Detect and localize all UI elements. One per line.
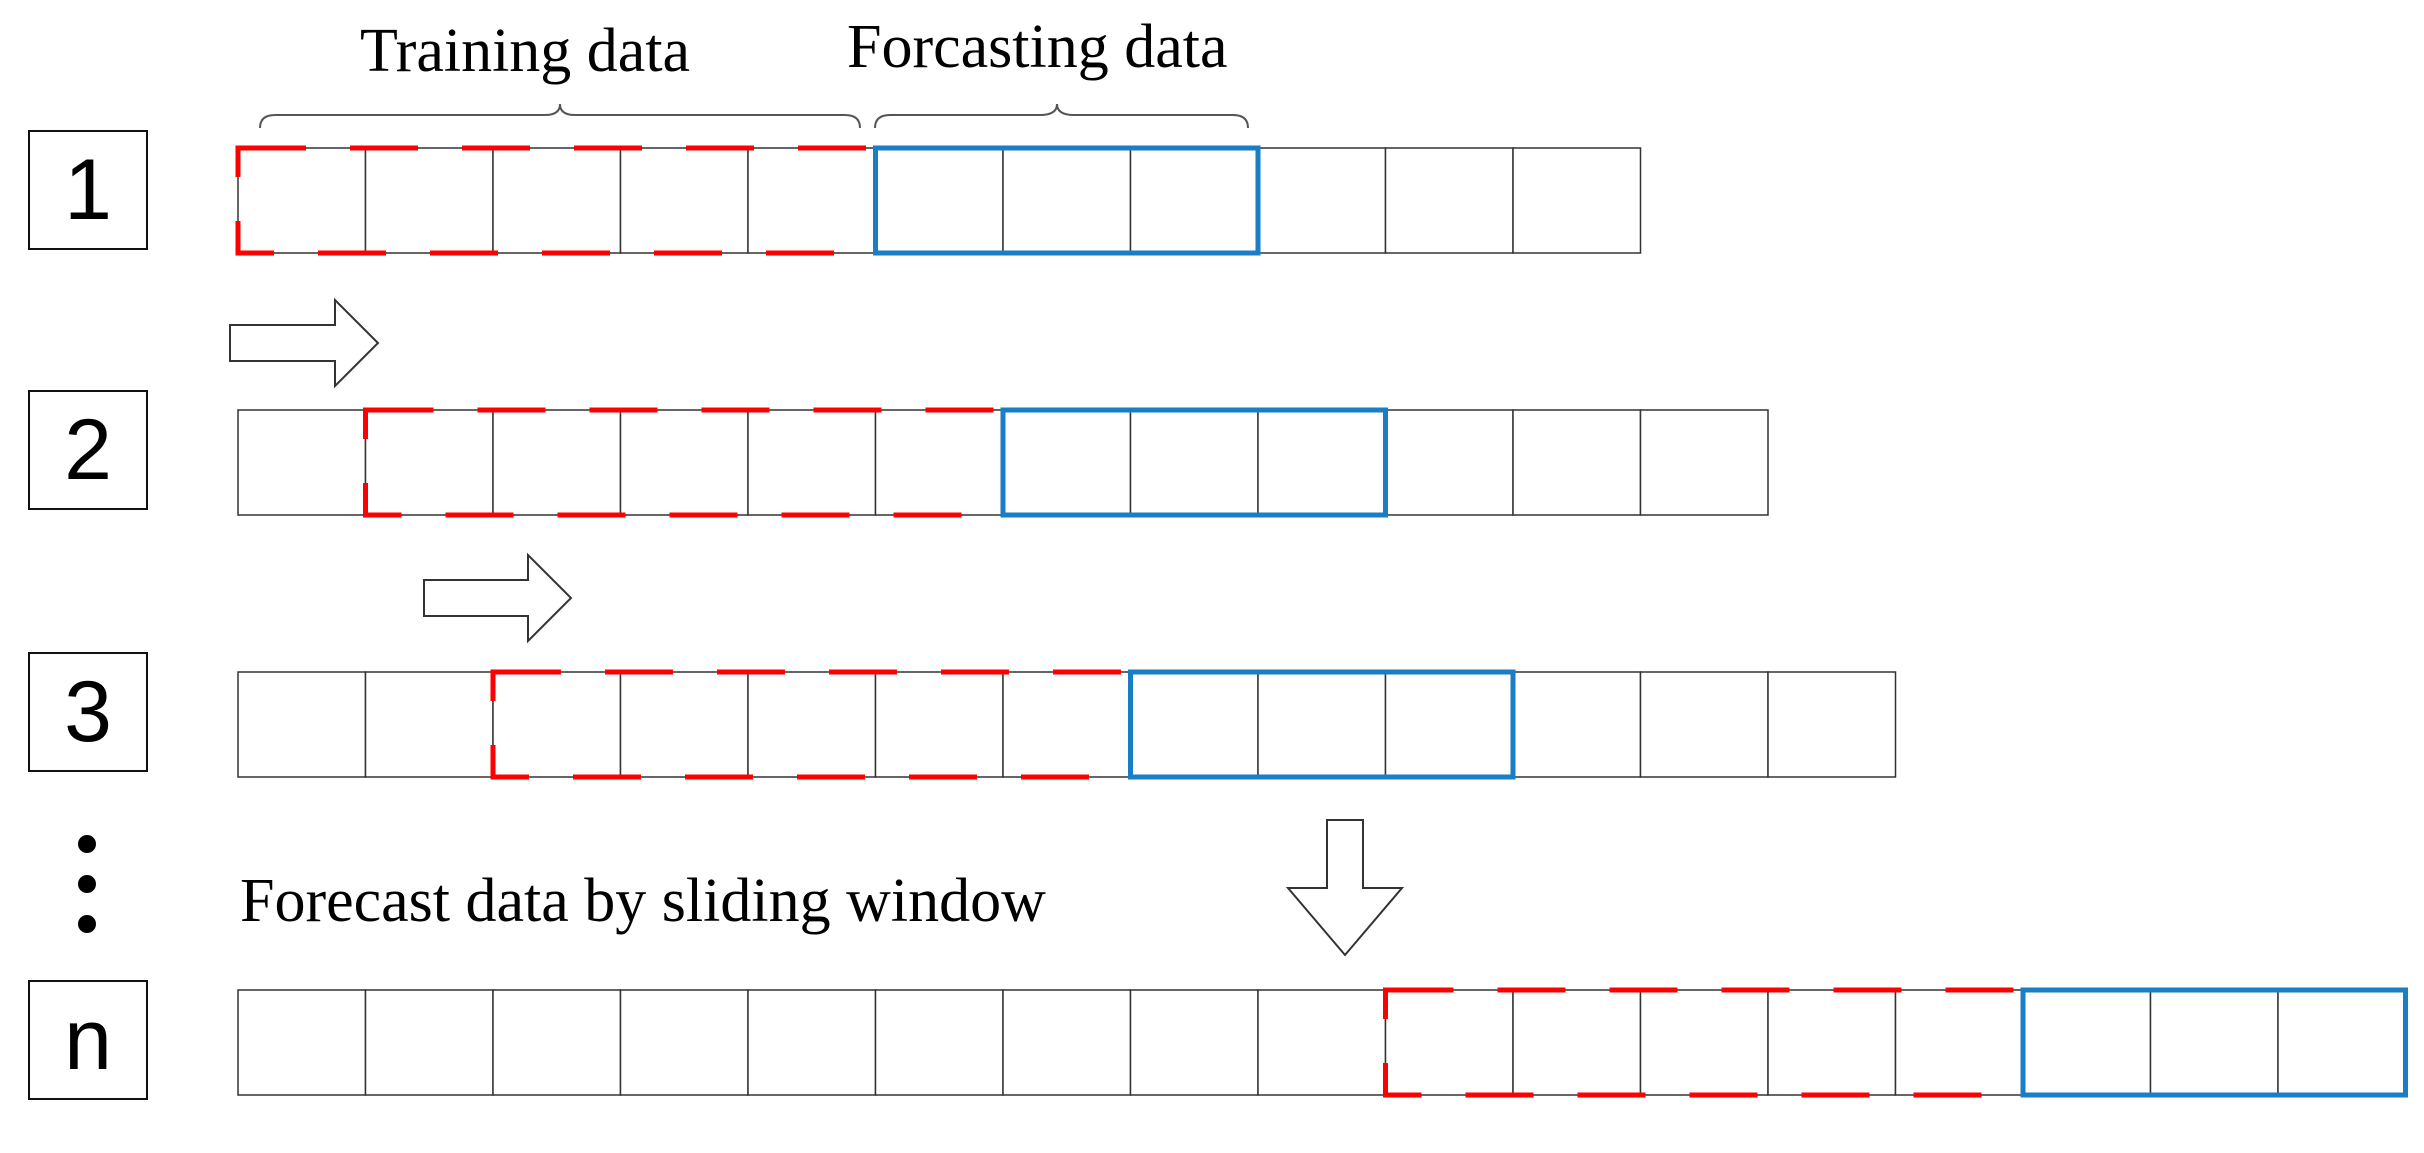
forecasting-window <box>873 145 1261 256</box>
forecasting-window <box>2020 987 2408 1098</box>
sliding-window-caption: Forecast data by sliding window <box>240 867 1046 935</box>
data-cell <box>237 409 367 516</box>
data-cell <box>1002 671 1132 778</box>
data-cell <box>1257 147 1387 254</box>
data-cell <box>237 989 367 1096</box>
step-label-1: 1 <box>28 130 148 250</box>
data-cell <box>874 989 1004 1096</box>
data-cell <box>1767 671 1897 778</box>
data-cell <box>1002 989 1132 1096</box>
data-cell <box>364 989 494 1096</box>
forecasting-data-label: Forcasting data <box>847 13 1228 81</box>
window-rows <box>235 145 2408 1098</box>
data-cell <box>1767 989 1897 1096</box>
data-cell <box>364 671 494 778</box>
data-cell <box>1384 409 1514 516</box>
slide-down-arrow <box>1285 819 1405 957</box>
ellipsis-dot <box>78 915 96 933</box>
data-cell <box>1129 409 1259 516</box>
data-cell <box>747 989 877 1096</box>
forecasting-window <box>1128 669 1516 780</box>
data-cell <box>492 671 622 778</box>
data-cell <box>619 989 749 1096</box>
data-cell <box>619 409 749 516</box>
data-cell <box>1002 147 1132 254</box>
data-cell <box>1639 989 1769 1096</box>
data-cell <box>1639 671 1769 778</box>
data-cell <box>1129 671 1259 778</box>
data-cell <box>1512 671 1642 778</box>
step-label-n: n <box>28 980 148 1100</box>
forecasting-window <box>1000 407 1388 518</box>
ellipsis-dot <box>78 835 96 853</box>
data-cell <box>492 409 622 516</box>
data-cell <box>747 409 877 516</box>
training-data-label: Training data <box>360 17 691 85</box>
data-cell <box>1129 147 1259 254</box>
data-cell <box>1512 409 1642 516</box>
data-cell <box>1257 409 1387 516</box>
data-cell <box>1512 147 1642 254</box>
window-row-1 <box>235 145 1642 256</box>
data-cell <box>492 989 622 1096</box>
data-cell <box>1129 989 1259 1096</box>
data-cell <box>619 147 749 254</box>
data-cell <box>364 409 494 516</box>
data-cell <box>1894 989 2024 1096</box>
data-cell <box>1257 989 1387 1096</box>
data-cell <box>874 671 1004 778</box>
window-row-n <box>237 987 2408 1098</box>
ellipsis-dot <box>78 875 96 893</box>
training-brace <box>259 103 861 129</box>
data-cell <box>2022 989 2152 1096</box>
data-cell <box>237 147 367 254</box>
data-cell <box>874 147 1004 254</box>
data-cell <box>2149 989 2279 1096</box>
data-cell <box>1384 147 1514 254</box>
data-cell <box>747 671 877 778</box>
forecasting-brace <box>874 103 1249 129</box>
data-cell <box>364 147 494 254</box>
data-cell <box>747 147 877 254</box>
data-cell <box>492 147 622 254</box>
step-label-3: 3 <box>28 652 148 772</box>
data-cell <box>237 671 367 778</box>
data-cell <box>874 409 1004 516</box>
data-cell <box>1384 671 1514 778</box>
data-cell <box>1257 671 1387 778</box>
data-cell <box>1384 989 1514 1096</box>
data-cell <box>1512 989 1642 1096</box>
window-row-2 <box>237 407 1769 518</box>
data-cell <box>1002 409 1132 516</box>
data-cell <box>2277 989 2407 1096</box>
window-row-3 <box>237 669 1897 780</box>
data-cell <box>619 671 749 778</box>
slide-right-arrow-2 <box>423 552 573 644</box>
step-label-2: 2 <box>28 390 148 510</box>
ellipsis-dots <box>68 835 108 935</box>
slide-right-arrow-1 <box>229 297 380 389</box>
data-cell <box>1639 409 1769 516</box>
